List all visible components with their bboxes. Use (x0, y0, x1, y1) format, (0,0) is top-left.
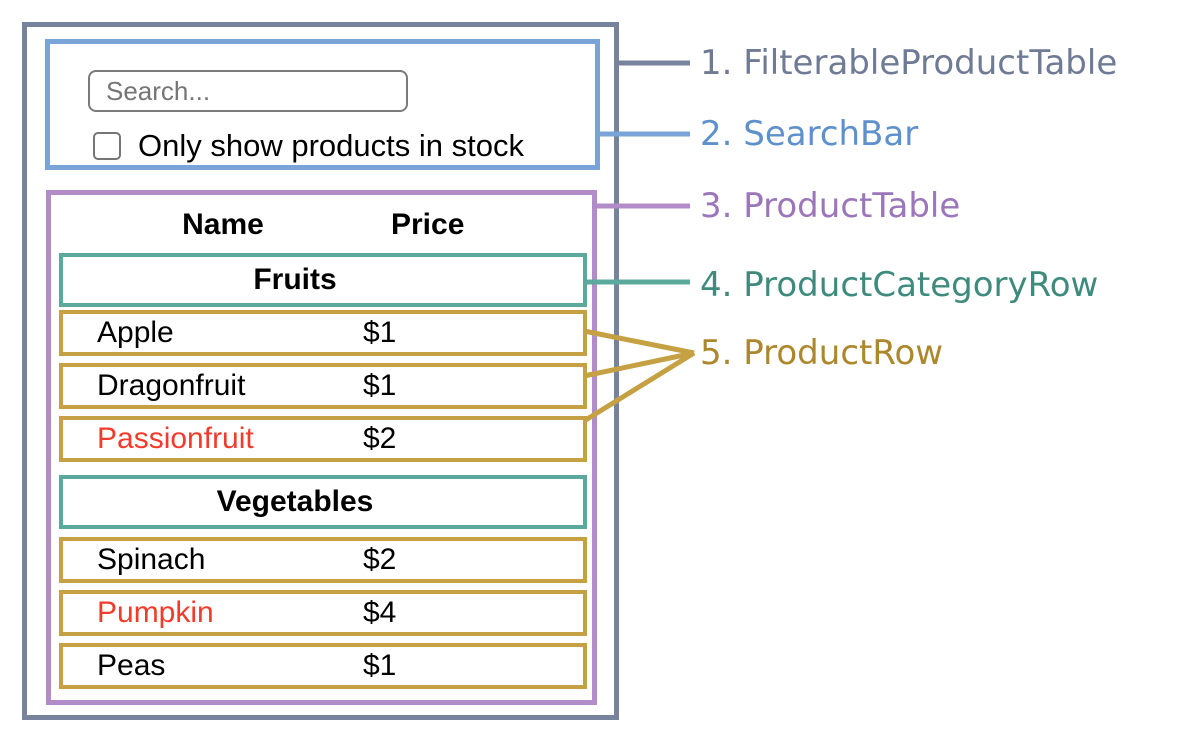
search-input[interactable] (88, 70, 408, 112)
product-name: Dragonfruit (97, 369, 246, 402)
search-bar-container: Only show products in stock (45, 39, 600, 170)
product-name-out-of-stock: Passionfruit (97, 422, 254, 455)
product-row-peas: Peas $1 (59, 643, 587, 689)
product-row-dragonfruit: Dragonfruit $1 (59, 363, 587, 409)
column-header-name: Name (182, 208, 264, 241)
product-price: $1 (363, 316, 397, 349)
product-row-spinach: Spinach $2 (59, 537, 587, 583)
legend-label-product-table: 3. ProductTable (700, 186, 961, 226)
filterable-product-table-container: Only show products in stock Name Price F… (22, 22, 619, 720)
product-category-row-vegetables: Vegetables (59, 475, 587, 529)
product-price: $2 (363, 422, 397, 455)
product-name-out-of-stock: Pumpkin (97, 596, 214, 629)
product-price: $4 (363, 596, 397, 629)
product-name: Peas (97, 649, 166, 682)
in-stock-checkbox[interactable] (93, 132, 121, 160)
product-price: $1 (363, 369, 397, 402)
legend-label-product-category-row: 4. ProductCategoryRow (700, 265, 1099, 305)
product-price: $1 (363, 649, 397, 682)
legend-label-search-bar: 2. SearchBar (700, 114, 919, 154)
legend-label-filterable-product-table: 1. FilterableProductTable (700, 43, 1118, 83)
in-stock-checkbox-label[interactable]: Only show products in stock (138, 128, 524, 163)
product-name: Apple (97, 316, 174, 349)
product-category-row-fruits: Fruits (59, 253, 587, 307)
column-header-price: Price (391, 208, 465, 241)
legend-label-product-row: 5. ProductRow (700, 333, 944, 373)
product-row-pumpkin: Pumpkin $4 (59, 590, 587, 636)
product-name: Spinach (97, 543, 206, 576)
product-price: $2 (363, 543, 397, 576)
product-row-passionfruit: Passionfruit $2 (59, 416, 587, 462)
product-row-apple: Apple $1 (59, 310, 587, 356)
product-table-container: Name Price Fruits Apple $1 Dragonfruit $… (46, 190, 597, 705)
